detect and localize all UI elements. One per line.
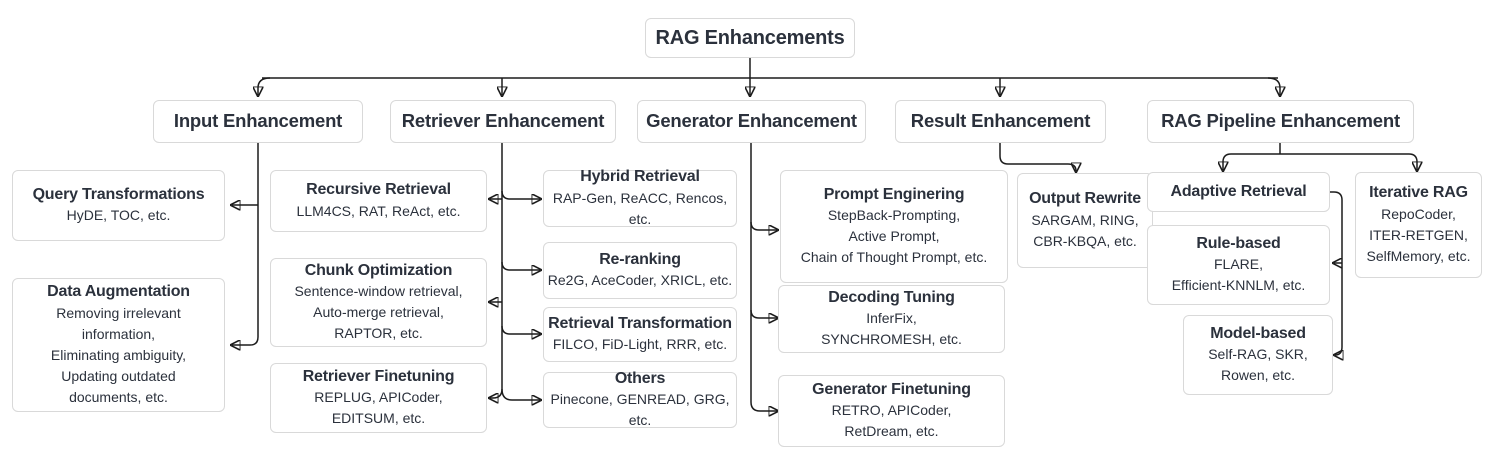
leaf-examples: RETRO, APICoder, RetDream, etc. [831,402,952,440]
node-input-enhancement: Input Enhancement [153,100,363,143]
node-decoding-tuning: Decoding Tuning InferFix, SYNCHROMESH, e… [778,285,1005,353]
diagram-root-title: RAG Enhancements [655,27,845,49]
node-model-based: Model-based Self-RAG, SKR, Rowen, etc. [1183,315,1333,395]
node-chunk-optimization: Chunk Optimization Sentence-window retri… [270,258,487,347]
connector-input-vertical [232,143,259,345]
leaf-examples: Self-RAG, SKR, Rowen, etc. [1208,346,1308,384]
leaf-title: Decoding Tuning [828,288,955,306]
leaf-title: Iterative RAG [1369,184,1468,202]
leaf-title: Re-ranking [599,250,681,268]
leaf-title: Retriever Finetuning [302,367,455,385]
leaf-examples: Sentence-window retrieval, Auto-merge re… [294,283,463,342]
leaf-title: Recursive Retrieval [306,181,451,199]
node-retriever-enhancement: Retriever Enhancement [390,100,616,143]
node-generator-enhancement: Generator Enhancement [637,100,866,143]
connector-pipeline-to-iterative [1280,153,1417,170]
node-data-augmentation: Data Augmentation Removing irrelevant in… [12,278,225,412]
connector-retriever-to-finetuning [490,388,503,398]
node-rag-enhancements: RAG Enhancements [645,18,855,58]
leaf-examples: Pinecone, GENREAD, GRG, etc. [550,391,730,429]
leaf-examples: SARGAM, RING, CBR-KBQA, etc. [1031,211,1139,249]
node-rule-based: Rule-based FLARE, Efficient-KNNLM, etc. [1147,225,1330,305]
leaf-examples: Removing irrelevant information, Elimina… [50,304,187,405]
node-hybrid-retrieval: Hybrid Retrieval RAP-Gen, ReACC, Rencos,… [543,168,737,227]
node-adaptive-retrieval: Adaptive Retrieval [1147,172,1330,212]
leaf-title: Chunk Optimization [304,261,453,279]
node-iterative-rag: Iterative RAG RepoCoder, ITER-RETGEN, Se… [1355,172,1482,278]
leaf-title: Prompt Enginering [823,185,965,203]
leaf-title: Others [614,369,666,387]
leaf-title: Model-based [1210,324,1306,342]
branch-title: Input Enhancement [173,110,343,132]
node-re-ranking: Re-ranking Re2G, AceCoder, XRICL, etc. [543,242,737,299]
leaf-title: Hybrid Retrieval [580,168,700,186]
leaf-title: Adaptive Retrieval [1170,182,1307,200]
connector-generator-to-finetuning [750,401,777,411]
branch-title: RAG Pipeline Enhancement [1161,110,1400,132]
leaf-examples: InferFix, SYNCHROMESH, etc. [821,310,962,348]
leaf-title: Query Transformations [32,185,205,203]
leaf-examples: RepoCoder, ITER-RETGEN, SelfMemory, etc. [1366,205,1471,264]
connector-adaptive-vertical [1330,191,1342,355]
leaf-title: Generator Finetuning [812,380,971,398]
connector-retriever-to-hybrid [501,190,540,199]
connector-generator-to-prompt [750,221,777,230]
branch-title: Retriever Enhancement [401,110,605,132]
connector-result-to-output [999,143,1076,171]
leaf-title: Retrieval Transformation [548,314,732,332]
branch-title: Result Enhancement [910,110,1091,132]
connector-retriever-to-transformation [501,325,540,334]
leaf-examples: FILCO, FiD-Light, RRR, etc. [552,336,728,353]
node-generator-finetuning: Generator Finetuning RETRO, APICoder, Re… [778,375,1005,447]
connector-trunk-to-pipeline [1267,77,1280,95]
leaf-title: Output Rewrite [1029,190,1141,208]
leaf-examples: StepBack-Prompting, Active Prompt, Chain… [800,207,988,266]
node-others: Others Pinecone, GENREAD, GRG, etc. [543,369,737,429]
leaf-examples: LLM4CS, RAT, ReAct, etc. [296,202,461,219]
leaf-examples: HyDE, TOC, etc. [66,207,171,224]
leaf-examples: REPLUG, APICoder, EDITSUM, etc. [314,389,443,427]
leaf-examples: Re2G, AceCoder, XRICL, etc. [547,272,733,289]
node-retriever-finetuning: Retriever Finetuning REPLUG, APICoder, E… [270,363,487,433]
leaf-examples: RAP-Gen, ReACC, Rencos, etc. [552,189,728,227]
leaf-examples: FLARE, Efficient-KNNLM, etc. [1171,256,1306,294]
node-retrieval-transformation: Retrieval Transformation FILCO, FiD-Ligh… [543,307,737,362]
leaf-title: Rule-based [1196,234,1281,252]
node-recursive-retrieval: Recursive Retrieval LLM4CS, RAT, ReAct, … [270,170,487,232]
connector-generator-to-decoding [750,309,777,318]
node-result-enhancement: Result Enhancement [895,100,1106,143]
connector-retriever-to-others [501,388,540,400]
connector-trunk-to-input [258,77,271,95]
node-output-rewrite: Output Rewrite SARGAM, RING, CBR-KBQA, e… [1017,173,1153,268]
connector-retriever-to-reranking [501,261,540,270]
leaf-title: Data Augmentation [47,283,190,301]
node-prompt-engineering: Prompt Enginering StepBack-Prompting, Ac… [780,170,1008,283]
branch-title: Generator Enhancement [646,110,857,132]
node-query-transformations: Query Transformations HyDE, TOC, etc. [12,170,225,241]
node-rag-pipeline-enhancement: RAG Pipeline Enhancement [1147,100,1414,143]
connector-pipeline-to-adaptive [1223,153,1280,170]
